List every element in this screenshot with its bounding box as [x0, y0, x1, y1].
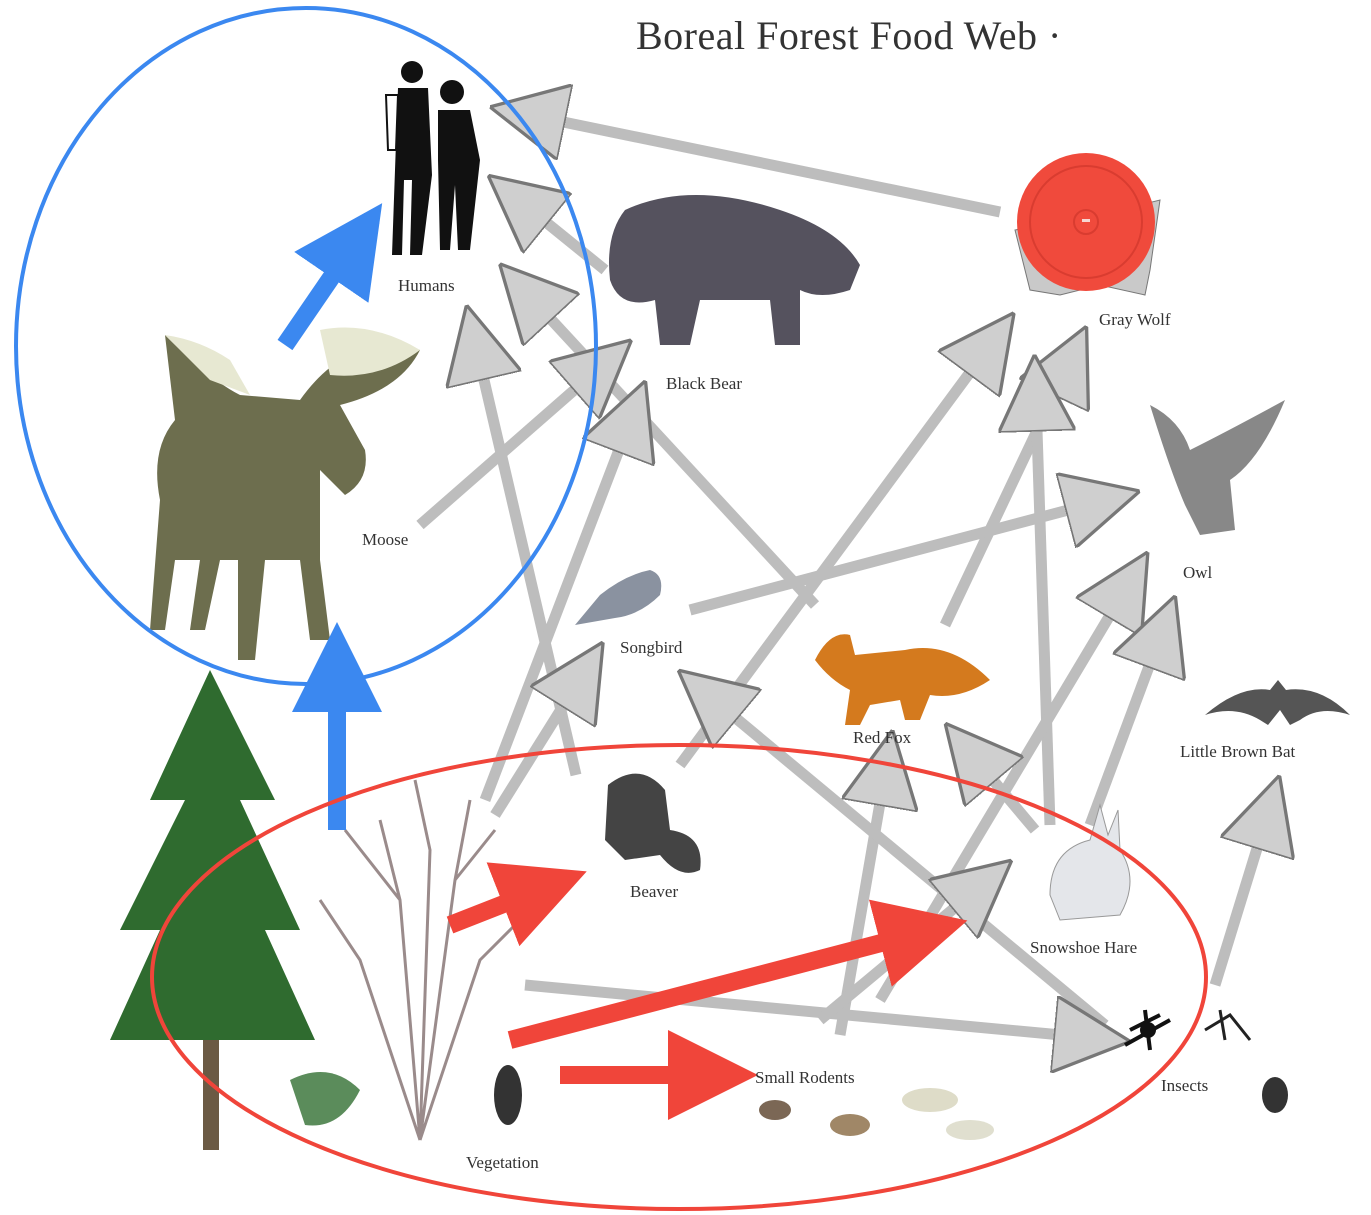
- label-songbird: Songbird: [620, 638, 682, 658]
- owl-figure: [1150, 400, 1285, 535]
- black-bear-figure: [609, 195, 860, 345]
- label-owl: Owl: [1183, 563, 1212, 583]
- insects-figure: [1125, 1010, 1288, 1113]
- red-fox-figure: [815, 634, 990, 725]
- humans-figure: [386, 61, 480, 255]
- label-gray-wolf: Gray Wolf: [1099, 310, 1171, 330]
- arrow-songbird-to-owl: [690, 495, 1125, 610]
- moose-figure: [150, 328, 420, 661]
- red-arrow-veg-to-beaver: [450, 878, 570, 925]
- beaver-figure: [605, 774, 701, 873]
- diagram-title: Boreal Forest Food Web ·: [636, 12, 1062, 59]
- arrow-wolf-to-humans: [505, 110, 1000, 212]
- redaction-disc: [1017, 153, 1155, 291]
- arrow-bear-to-humans: [500, 185, 605, 270]
- vegetation-figure: [110, 670, 522, 1150]
- label-beaver: Beaver: [630, 882, 678, 902]
- arrow-hare-to-owl: [1090, 610, 1170, 825]
- label-red-fox: Red Fox: [853, 728, 911, 748]
- bat-figure: [1205, 680, 1350, 725]
- label-insects: Insects: [1161, 1076, 1208, 1096]
- label-humans: Humans: [398, 276, 455, 296]
- label-vegetation: Vegetation: [466, 1153, 539, 1173]
- arrow-insects-to-bat: [1215, 790, 1275, 985]
- label-little-brown-bat: Little Brown Bat: [1180, 742, 1295, 762]
- arrow-hare-to-wolf: [1035, 370, 1050, 825]
- songbird-figure: [575, 570, 661, 625]
- label-small-rodents: Small Rodents: [755, 1068, 855, 1088]
- arrow-moose-to-bear: [420, 350, 620, 525]
- label-moose: Moose: [362, 530, 408, 550]
- label-black-bear: Black Bear: [666, 374, 742, 394]
- small-rodents-figure: [759, 1088, 994, 1140]
- blue-arrow-moose-to-humans: [285, 218, 372, 345]
- label-snowshoe-hare: Snowshoe Hare: [1030, 938, 1137, 958]
